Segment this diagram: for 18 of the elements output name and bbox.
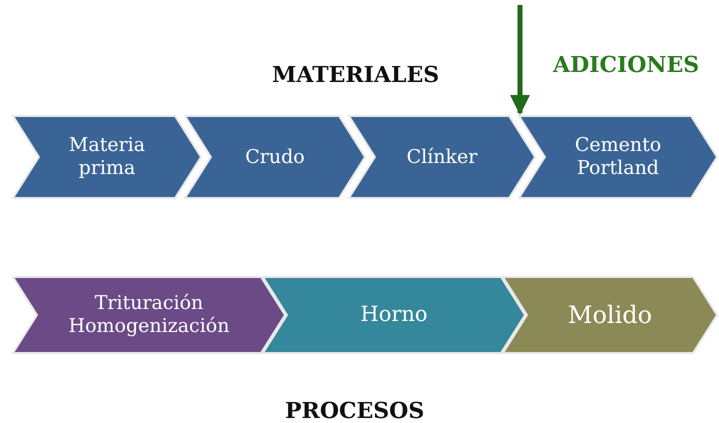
step-label: Trituración Homogenización <box>68 292 230 338</box>
step-label: Molido <box>568 300 652 330</box>
chevron-shape <box>12 276 286 354</box>
step-label: Materia prima <box>68 134 146 180</box>
heading-label: MATERIALES <box>272 62 440 88</box>
step-label: Horno <box>360 302 428 328</box>
step-label: Cemento Portland <box>574 134 662 180</box>
step-label: Clínker <box>406 146 478 168</box>
chevron-shape <box>348 115 536 199</box>
chevron-shape <box>184 115 366 199</box>
chevron-shape <box>518 115 718 199</box>
step-label: Crudo <box>245 146 305 168</box>
chevron-shape <box>12 115 202 199</box>
chevron-shape <box>262 276 526 354</box>
chevron-shape <box>502 276 718 354</box>
arrow <box>510 5 530 115</box>
heading-label: PROCESOS <box>285 398 424 423</box>
heading-label: ADICIONES <box>553 52 700 78</box>
